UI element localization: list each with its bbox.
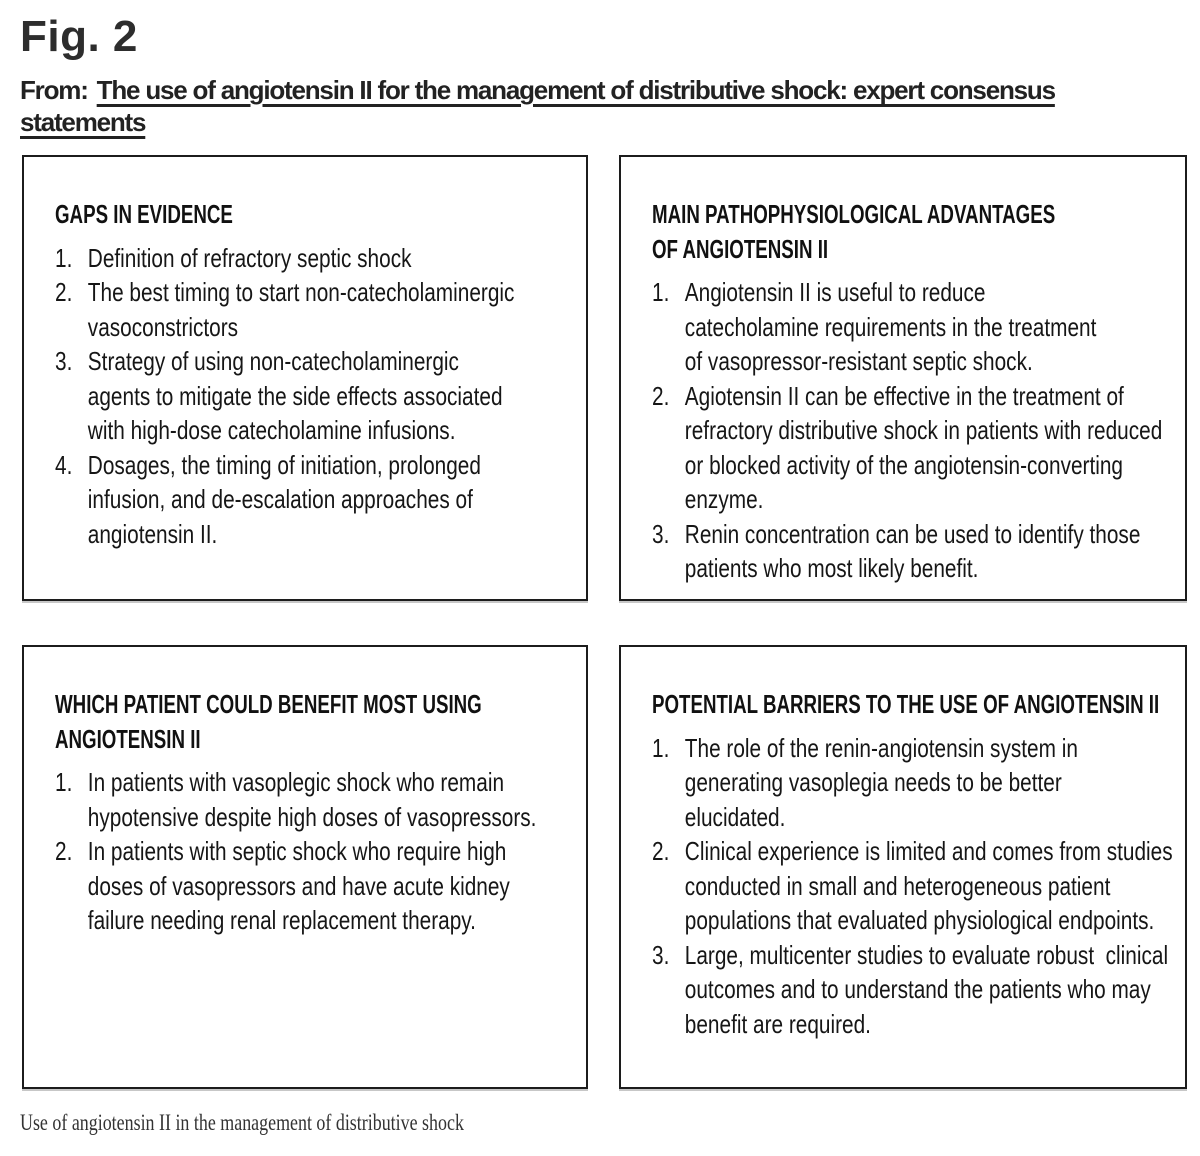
item-number: 1. (652, 732, 670, 763)
panel-gaps-in-evidence: GAPS IN EVIDENCE 1. Definition of refrac… (22, 155, 588, 601)
list-item: 1. The role of the renin-angiotensin sys… (652, 731, 1078, 835)
item-number: 2. (652, 836, 670, 866)
item-number: 3. (55, 346, 73, 376)
list-item: 1. In patients with vasoplegic shock who… (55, 765, 536, 834)
item-number: 2. (55, 836, 73, 866)
list-item: 3. Renin concentration can be used to id… (652, 517, 1140, 586)
list-item: 2. In patients with septic shock who req… (55, 834, 510, 938)
item-text: Renin concentration can be used to ident… (684, 518, 1141, 584)
panel-potential-barriers: POTENTIAL BARRIERS TO THE USE OF ANGIOTE… (619, 645, 1187, 1089)
item-text: The best timing to start non-catecholami… (87, 277, 515, 342)
item-text: Definition of refractory septic shock (87, 242, 412, 273)
list-item: 3. Strategy of using non-catecholaminerg… (55, 344, 503, 448)
item-text: Angiotensin II is useful to reduce catec… (684, 277, 1097, 376)
panel-title: POTENTIAL BARRIERS TO THE USE OF ANGIOTE… (652, 689, 1160, 719)
panel-title: WHICH PATIENT COULD BENEFIT MOST USING A… (55, 689, 482, 754)
item-number: 1. (652, 277, 670, 307)
panel-list: 1. The role of the renin-angiotensin sys… (652, 731, 1173, 1042)
item-number: 1. (55, 242, 73, 273)
panel-title: MAIN PATHOPHYSIOLOGICAL ADVANTAGES OF AN… (652, 199, 1056, 264)
item-number: 4. (55, 449, 73, 480)
panel-list: 1. In patients with vasoplegic shock who… (55, 765, 536, 938)
source-prefix: From: (20, 75, 89, 105)
list-item: 1. Angiotensin II is useful to reduce ca… (652, 275, 1096, 379)
item-text: Strategy of using non-catecholaminergic … (87, 346, 503, 445)
item-number: 2. (55, 277, 73, 307)
list-item: 2. Clinical experience is limited and co… (652, 834, 1173, 938)
panel-which-patient-could-benefit: WHICH PATIENT COULD BENEFIT MOST USING A… (22, 645, 588, 1089)
panel-title: GAPS IN EVIDENCE (55, 199, 233, 229)
item-text: In patients with septic shock who requir… (87, 836, 510, 935)
item-number: 1. (55, 767, 73, 797)
item-number: 3. (652, 939, 670, 970)
article-title-link[interactable]: The use of angiotensin II for the manage… (20, 75, 1056, 137)
item-number: 2. (652, 380, 670, 411)
item-text: Dosages, the timing of initiation, prolo… (87, 449, 481, 549)
item-text: Agiotensin II can be effective in the tr… (684, 380, 1163, 515)
source-line: From:The use of angiotensin II for the m… (20, 74, 1200, 138)
item-text: Clinical experience is limited and comes… (684, 836, 1173, 935)
panel-list: 1. Angiotensin II is useful to reduce ca… (652, 275, 1162, 586)
item-text: The role of the renin-angiotensin system… (684, 732, 1078, 832)
item-text: Large, multicenter studies to evaluate r… (684, 939, 1169, 1039)
list-item: 2. The best timing to start non-catechol… (55, 275, 514, 344)
panel-list: 1. Definition of refractory septic shock… (55, 241, 514, 552)
panel-main-pathophysiological-advantages: MAIN PATHOPHYSIOLOGICAL ADVANTAGES OF AN… (619, 155, 1187, 601)
figure-caption: Use of angiotensin II in the management … (20, 1110, 464, 1135)
list-item: 1. Definition of refractory septic shock (55, 241, 480, 276)
figure-label: Fig. 2 (20, 12, 138, 61)
item-number: 3. (652, 518, 670, 549)
item-text: In patients with vasoplegic shock who re… (87, 767, 537, 832)
list-item: 2. Agiotensin II can be effective in the… (652, 379, 1162, 517)
list-item: 4. Dosages, the timing of initiation, pr… (55, 448, 481, 552)
list-item: 3. Large, multicenter studies to evaluat… (652, 938, 1168, 1042)
